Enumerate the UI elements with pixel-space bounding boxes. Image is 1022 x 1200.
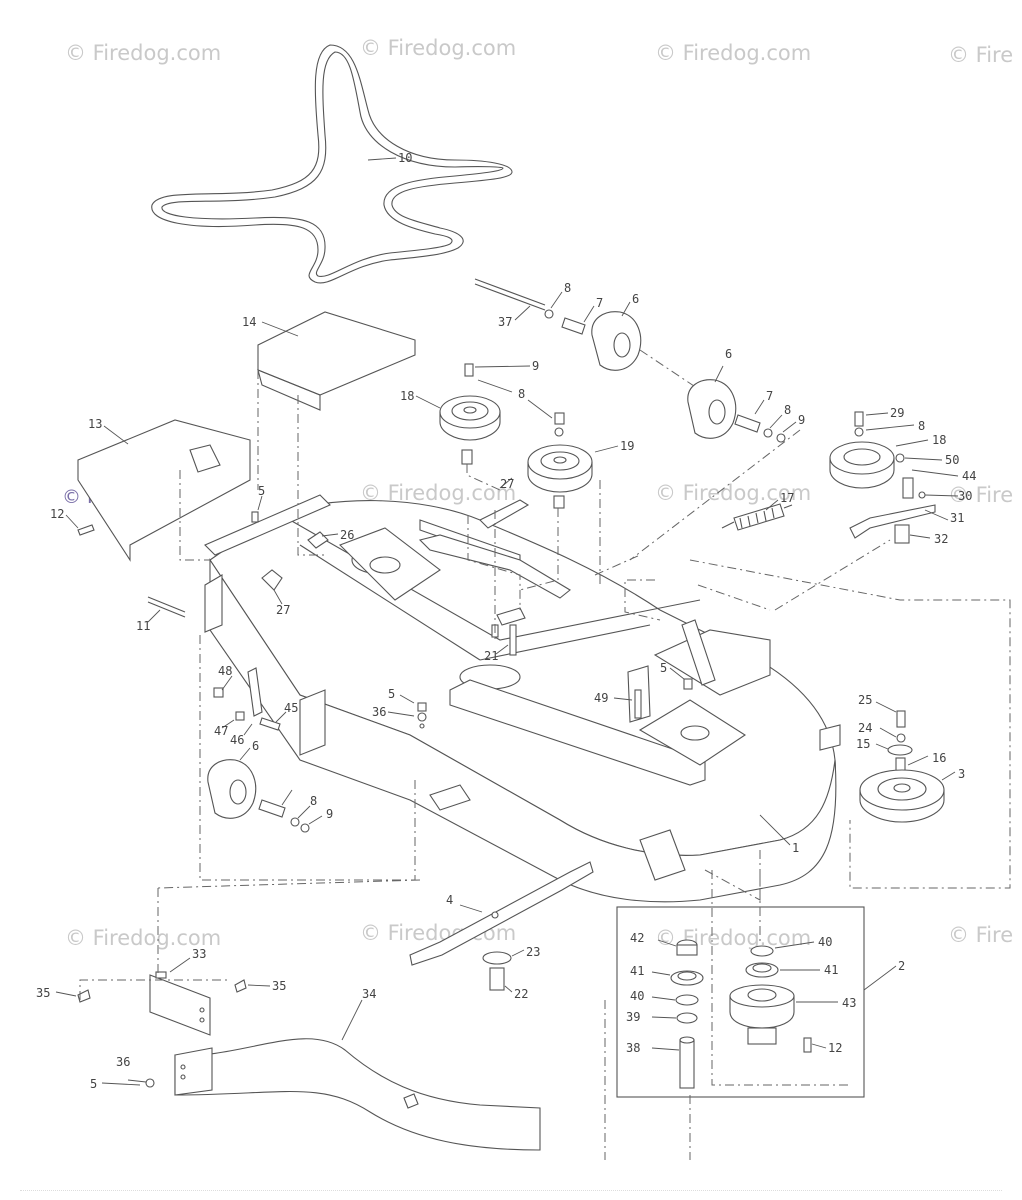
- callout-label: 1: [792, 841, 799, 855]
- callout-label: 6: [725, 347, 732, 361]
- callout-label: 40: [630, 989, 644, 1003]
- callout-label: 48: [218, 664, 232, 678]
- watermark: © Fire: [948, 483, 1013, 507]
- callout-label: 26: [340, 528, 354, 542]
- callout-label: 7: [766, 389, 773, 403]
- callout-label: 6: [632, 292, 639, 306]
- callout-label: 9: [798, 413, 805, 427]
- watermark: © Firedog.com: [360, 36, 516, 60]
- callout-label: 8: [564, 281, 571, 295]
- callout-label: 46: [230, 733, 244, 747]
- baffle-plate: 33 35 35: [36, 947, 286, 1036]
- spindle-assembly: 2 42 41 40 39 38 40 41 43 12: [616, 906, 905, 1098]
- callout-label: 18: [400, 389, 414, 403]
- callout-label: 47: [214, 724, 228, 738]
- callout-label: 21: [484, 649, 498, 663]
- belt-cover-part: 14: [242, 311, 416, 411]
- watermark: © Firedog.com: [655, 481, 811, 505]
- callout-label: 10: [398, 151, 412, 165]
- callout-label: 8: [518, 387, 525, 401]
- callout-label: 23: [526, 945, 540, 959]
- pulley-assembly-right: 29 8 18 50 44 30 31 32: [829, 406, 976, 546]
- callout-label: 8: [784, 403, 791, 417]
- callout-label: 37: [498, 315, 512, 329]
- callout-label: 15: [856, 737, 870, 751]
- callout-label: 2: [898, 959, 905, 973]
- callout-label: 12: [828, 1041, 842, 1055]
- callout-label: 9: [326, 807, 333, 821]
- roller-assembly-right: 6 7 8 9: [687, 347, 805, 443]
- idler-arm: 27 26 27 5 21: [251, 477, 571, 663]
- alignment-lines: [157, 370, 1011, 1160]
- callout-label: 8: [310, 794, 317, 808]
- callout-label: 5: [90, 1077, 97, 1091]
- callout-label: 27: [276, 603, 290, 617]
- callout-label: 35: [272, 979, 286, 993]
- callout-label: 50: [945, 453, 959, 467]
- callout-label: 38: [626, 1041, 640, 1055]
- watermark: © Fire: [948, 43, 1013, 67]
- callout-label: 29: [890, 406, 904, 420]
- callout-label: 25: [858, 693, 872, 707]
- callout-label: 43: [842, 996, 856, 1010]
- roller-assembly-left: 6 8 9: [207, 739, 333, 833]
- blade-assembly: 4 23 22: [409, 861, 594, 1001]
- callout-label: 36: [116, 1055, 130, 1069]
- callout-label: 6: [252, 739, 259, 753]
- callout-label: 34: [362, 987, 376, 1001]
- callout-label: 18: [932, 433, 946, 447]
- shield-part: 13 12: [50, 417, 251, 562]
- callout-label: 17: [780, 491, 794, 505]
- pulley-assembly-center: 9 8 18 19: [400, 359, 634, 509]
- callout-label: 7: [596, 296, 603, 310]
- callout-label: 4: [446, 893, 453, 907]
- discharge-chute: 34 36 5: [90, 987, 541, 1151]
- roller-assembly-top: 37 8 7 6: [474, 278, 701, 391]
- callout-label: 19: [620, 439, 634, 453]
- callout-label: 45: [284, 701, 298, 715]
- callout-label: 5: [388, 687, 395, 701]
- callout-label: 33: [192, 947, 206, 961]
- callout-label: 9: [532, 359, 539, 373]
- watermarks: © Firedog.com © Firedog.com © Firedog.co…: [62, 36, 1013, 950]
- watermark: © Firedog.com: [655, 41, 811, 65]
- center-hardware: 5 36: [372, 687, 427, 729]
- belt-part: 10: [151, 44, 513, 284]
- watermark: © Firedog.com: [65, 926, 221, 950]
- page-footer-line: [20, 1190, 1002, 1192]
- callout-label: 30: [958, 489, 972, 503]
- callout-label: 8: [918, 419, 925, 433]
- callout-label: 5: [258, 484, 265, 498]
- callout-label: 35: [36, 986, 50, 1000]
- callout-label: 22: [514, 987, 528, 1001]
- callout-label: 36: [372, 705, 386, 719]
- callout-label: 11: [136, 619, 150, 633]
- callout-label: 42: [630, 931, 644, 945]
- side-hardware: 11 48 45 47 46: [136, 596, 298, 747]
- watermark: © Firedog.com: [65, 41, 221, 65]
- callout-label: 41: [630, 964, 644, 978]
- callout-label: 41: [824, 963, 838, 977]
- spring-part: 17: [721, 491, 794, 531]
- callout-label: 13: [88, 417, 102, 431]
- callout-label: 27: [500, 477, 514, 491]
- callout-label: 39: [626, 1010, 640, 1024]
- right-hardware: 5 49: [594, 619, 716, 723]
- callout-label: 12: [50, 507, 64, 521]
- callout-label: 24: [858, 721, 872, 735]
- callout-label: 5: [660, 661, 667, 675]
- deck-housing: 1: [204, 494, 841, 903]
- callout-label: 31: [950, 511, 964, 525]
- callout-label: 44: [962, 469, 976, 483]
- callout-label: 16: [932, 751, 946, 765]
- callout-label: 14: [242, 315, 256, 329]
- callout-label: 40: [818, 935, 832, 949]
- callout-label: 3: [958, 767, 965, 781]
- watermark: © Fire: [948, 923, 1013, 947]
- spindle-pulley-right: 25 24 15 16 3: [856, 693, 965, 823]
- callout-label: 49: [594, 691, 608, 705]
- callout-label: 32: [934, 532, 948, 546]
